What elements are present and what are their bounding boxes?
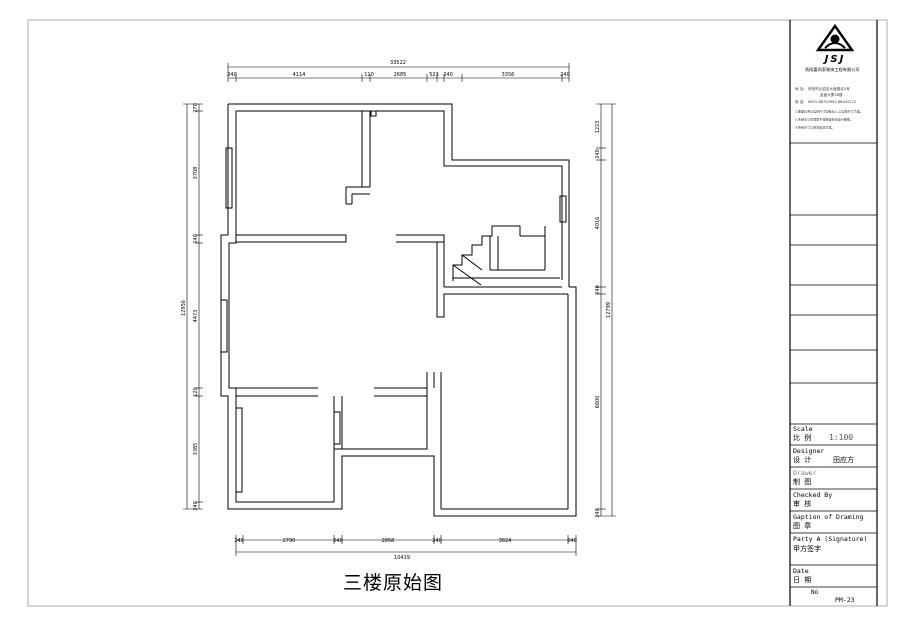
dim-top-seg: 240 [443,72,453,78]
company-name: 贵阳嘉尚家装饰工程有限公司 [805,67,860,72]
date-label-en: Date [793,567,809,575]
scale-value: 1:100 [829,433,854,442]
address-line-2: 金鑫大厦28楼 [820,93,843,97]
dim-top-seg: 110 [364,72,374,78]
floor-plan-walls [220,103,577,517]
dim-top-seg: 240 [560,72,570,78]
note-1: 1.图面比例与实际尺寸如有出入,以实际尺寸为准。 [795,110,864,114]
dimension-labels-left: 12956 270 3708 240 4473 120 3385 240 [181,103,199,511]
note-3: 3.所有尺寸以现场复核为准。 [795,126,835,130]
dim-right-seg: 1223 [595,121,601,134]
no-label: No [811,589,819,596]
dim-right-overall: 12799 [606,302,612,318]
phone-number: 0851-86750992 86442272 [808,100,857,104]
dim-left-seg: 3385 [193,443,199,456]
dim-right-seg: 240 [595,508,601,518]
scale-label-en: Scale [793,425,813,433]
title-block-grid [790,142,877,588]
dimension-lines [183,63,616,556]
designer-label-en: Designer [793,447,825,455]
address-line-1: 贵阳市云岩区大营路北2号 [808,87,850,91]
checked-label-cn: 审 核 [793,500,812,508]
dim-right-seg: 240 [595,285,601,295]
dim-top-seg: 523 [429,72,439,78]
logo-text: JSJ [823,54,846,65]
dim-bottom-seg: 240 [333,538,343,544]
dim-left-seg: 240 [193,501,199,511]
dim-left-seg: 4473 [193,310,199,323]
dim-left-seg: 240 [193,234,199,244]
caption-label-cn: 图 章 [793,522,812,530]
dim-bottom-overall: 10419 [394,555,410,561]
address-label: 地 址: [795,87,805,91]
drawing-title: 三楼原始图 [339,568,448,595]
designer-value: 田应方 [833,456,854,464]
checked-label-en: Checked By [793,491,833,499]
party-label-cn: 甲方签字 [793,545,821,553]
dim-top-seg: 240 [227,72,237,78]
dim-right-seg: 6600 [595,396,601,409]
dim-bottom-seg: 2790 [283,538,296,544]
date-label-cn: 日 期 [793,576,812,584]
caption-label-en: Gaption of Draming [793,513,864,521]
dim-left-seg: 120 [193,387,199,397]
dim-bottom-seg: 240 [567,538,577,544]
dim-bottom-seg: 240 [234,538,244,544]
dimension-labels-right: 12799 1223 240 4016 240 6600 240 [595,121,612,518]
party-label-en: Party A (Signature) [793,535,868,543]
dim-top-seg: 4114 [293,72,306,78]
dim-right-seg: 240 [595,149,601,159]
sheet-number: PM-23 [835,596,855,604]
dim-right-seg: 4016 [595,217,601,230]
dimension-labels: 33522 240 4114 110 2685 523 240 3356 240… [227,60,577,561]
dim-top-seg: 2685 [394,72,407,78]
drawer-label-cn: 制 图 [793,478,812,486]
dim-bottom-seg: 240 [432,538,442,544]
designer-label-cn: 设 计 [793,456,812,464]
dim-left-seg: 270 [193,103,199,113]
dim-bottom-seg: 3824 [499,538,512,544]
company-logo [815,23,855,52]
dim-left-overall: 12956 [181,300,187,316]
phone-label: 电 话: [795,100,805,104]
dim-top-overall: 33522 [390,60,406,66]
dim-top-seg: 3356 [502,72,515,78]
sheet-border [27,19,888,607]
dim-left-seg: 3708 [193,167,199,180]
dim-bottom-seg: 2858 [382,538,395,544]
note-2: 2.未经本公司同意不得擅自修改设计图纸。 [795,118,853,122]
scale-label-cn: 比 例 [793,434,812,442]
drawer-label-en: Drawer [793,469,817,477]
